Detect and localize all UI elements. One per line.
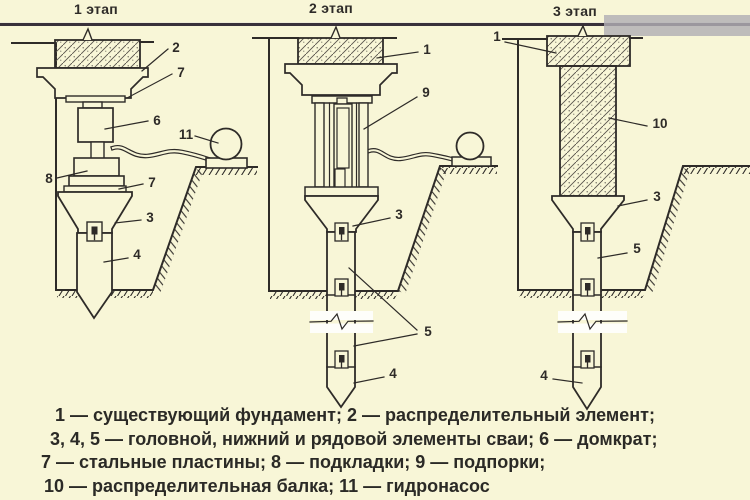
stage1-callout-4: 4 xyxy=(133,247,141,262)
stage2-callout-1: 1 xyxy=(423,42,431,57)
stage1-callout-7-upper: 7 xyxy=(177,65,185,80)
stage3-callout-5: 5 xyxy=(633,241,641,256)
stage2-callout-4: 4 xyxy=(389,366,397,381)
stage1-steel-plate-upper xyxy=(65,95,126,103)
legend: 1 — существующий фундамент; 2 — распреде… xyxy=(41,404,741,498)
stage2-callout-leaders xyxy=(348,51,419,384)
stage3-pit-outline xyxy=(502,37,750,291)
stage2-props-cage xyxy=(304,95,379,197)
stage2-pump-hose xyxy=(366,148,457,163)
stage3-callout-10: 10 xyxy=(652,116,667,131)
stage2-ground-hatching xyxy=(270,167,497,299)
stage3-distribution-beam xyxy=(559,65,617,197)
stage3-diagram: 1 10 3 5 4 xyxy=(493,24,750,411)
stage1-title: 1 этап xyxy=(73,1,119,17)
stage2-callout-9: 9 xyxy=(422,85,430,100)
stage2-hydraulic-pump xyxy=(451,131,492,167)
stage1-pump-hose xyxy=(110,144,211,162)
stage3-callout-1: 1 xyxy=(493,29,501,44)
stage1-callout-leaders xyxy=(56,48,219,263)
stage1-diagram: 2 7 6 11 8 7 3 4 xyxy=(11,27,258,320)
stage3-existing-foundation xyxy=(546,35,631,67)
stage1-hydraulic-pump xyxy=(205,127,248,169)
stage1-foundation-break-mark xyxy=(82,27,93,41)
legend-line-1: 1 — существующий фундамент; 2 — распреде… xyxy=(55,405,655,425)
stage3-foundation-break-mark xyxy=(577,24,588,37)
legend-line-2: 3, 4, 5 — головной, нижний и рядовой эле… xyxy=(50,428,658,449)
stage3-break-symbol xyxy=(557,311,628,333)
stage3-title: 3 этап xyxy=(552,3,598,19)
stage2-callout-5: 5 xyxy=(424,324,432,339)
separator-line xyxy=(0,22,750,26)
stage2-diagram: 1 9 3 5 4 xyxy=(252,25,498,409)
stage2-break-symbol xyxy=(309,311,374,333)
stage1-jack-piston xyxy=(90,141,105,160)
stage1-callout-7-lower: 7 xyxy=(148,175,156,190)
stage1-hydraulic-jack xyxy=(77,101,114,160)
stage2-title: 2 этап xyxy=(308,0,354,16)
stage2-callout-3: 3 xyxy=(395,207,403,222)
stage3-callout-4: 4 xyxy=(540,368,548,383)
stage3-joint-clamps xyxy=(580,222,595,369)
stage1-spacer-pads xyxy=(68,157,125,187)
stage2-pile-head xyxy=(304,195,379,233)
stage2-distribution-element xyxy=(284,63,398,96)
stage1-callout-2: 2 xyxy=(172,40,180,55)
stage1-callout-11: 11 xyxy=(179,127,194,142)
stage3-callout-leaders xyxy=(504,41,648,384)
stage2-foundation-break-mark xyxy=(330,25,341,39)
stage3-callout-3: 3 xyxy=(653,189,661,204)
stage1-joint-clamp xyxy=(86,221,103,242)
legend-line-3: 7 — стальные пластины; 8 — подкладки; 9 … xyxy=(41,452,546,472)
stage1-callout-8: 8 xyxy=(45,171,53,186)
stage1-callout-6: 6 xyxy=(153,113,161,128)
stage1-callout-3: 3 xyxy=(146,210,154,225)
stage3-ground-hatching xyxy=(519,167,750,298)
stage2-joint-clamps xyxy=(334,222,349,369)
legend-line-4: 10 — распределительная балка; 11 — гидро… xyxy=(44,475,490,496)
stage1-distribution-element xyxy=(36,67,149,99)
stage2-existing-foundation xyxy=(297,37,384,65)
stage1-pile-shaft xyxy=(76,232,113,320)
stage1-existing-foundation xyxy=(54,39,141,69)
horizontal-scrollbar-fragment[interactable] xyxy=(604,15,750,36)
